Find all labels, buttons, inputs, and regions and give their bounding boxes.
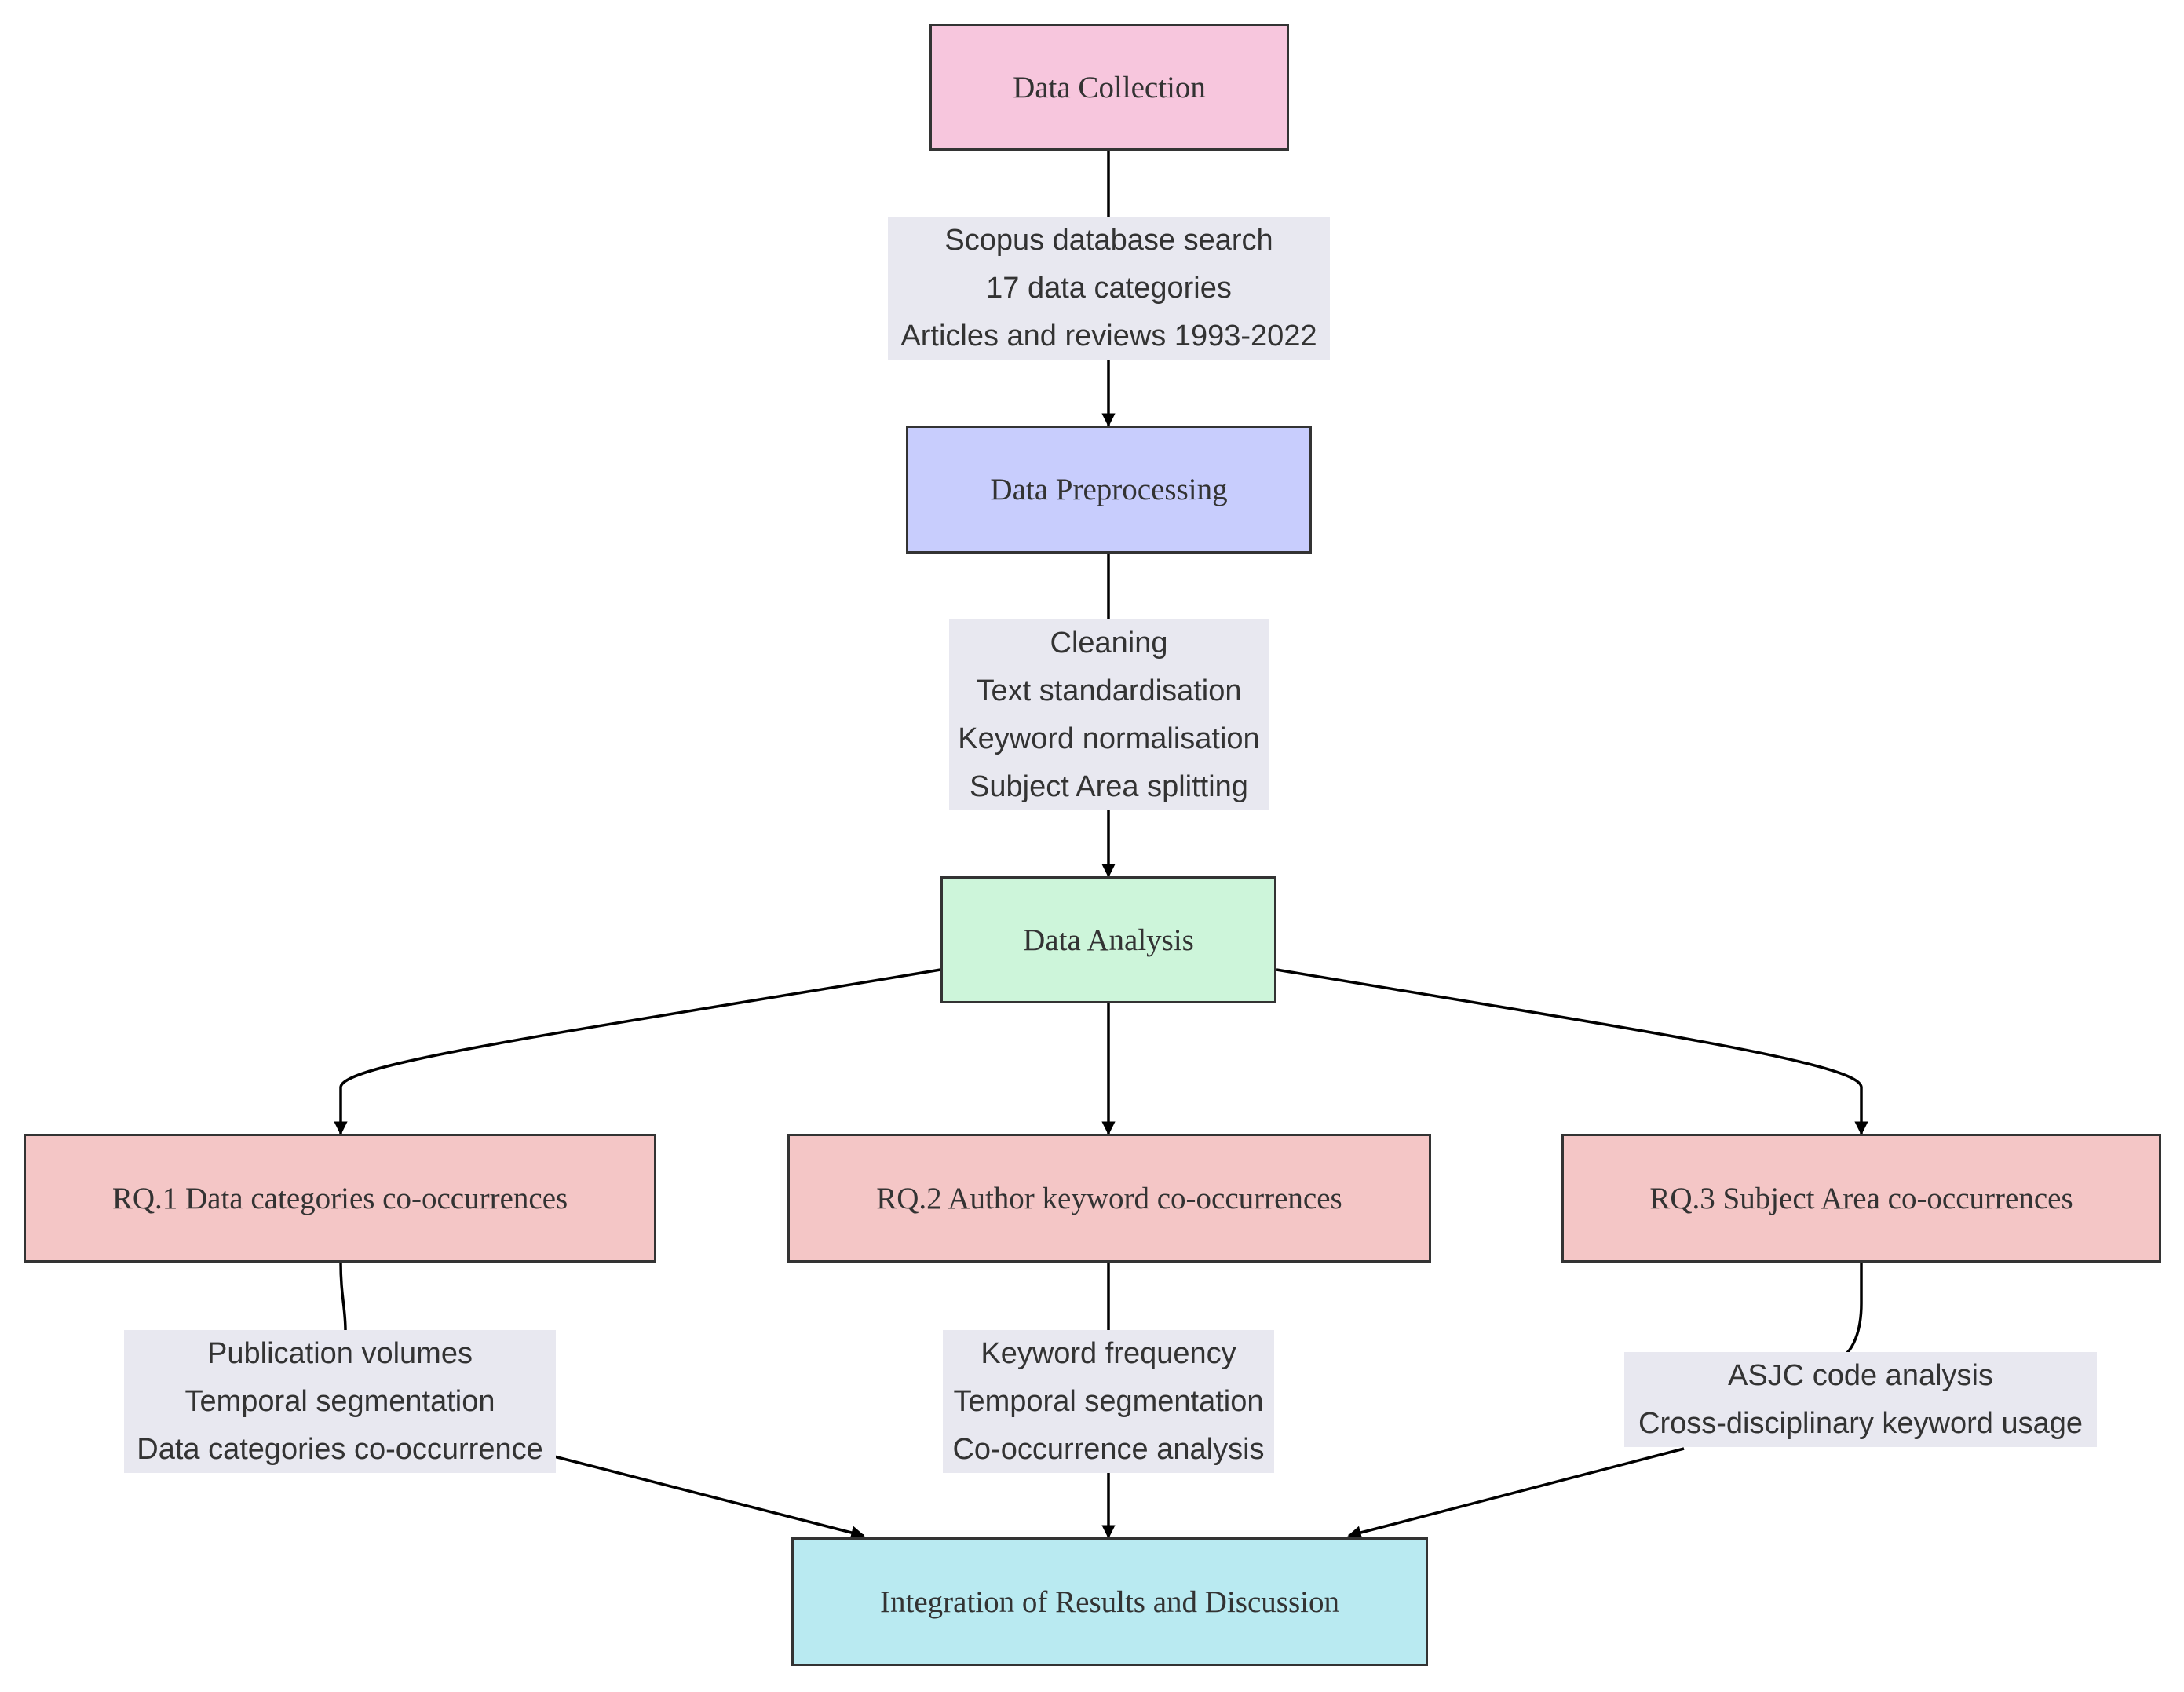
data-preprocessing-label: Data Preprocessing	[990, 473, 1228, 506]
edge-label-line: Subject Area splitting	[970, 769, 1248, 803]
edge-label-line: Co-occurrence analysis	[952, 1432, 1265, 1466]
integration-label: Integration of Results and Discussion	[880, 1584, 1339, 1619]
data-collection-label: Data Collection	[1013, 70, 1206, 104]
rq3-label: RQ.3 Subject Area co-occurrences	[1649, 1181, 2073, 1215]
edge-label-line: Scopus database search	[944, 224, 1273, 257]
edge-label-line: 17 data categories	[986, 272, 1232, 305]
data-analysis-node: Data Analysis	[940, 876, 1276, 1003]
edge-analysis-to-rq1	[334, 968, 941, 1135]
edge-label-line: Temporal segmentation	[953, 1384, 1264, 1418]
rq2-label: RQ.2 Author keyword co-occurrences	[876, 1181, 1342, 1215]
data-preprocessing-node: Data Preprocessing	[906, 426, 1312, 554]
data-analysis-label: Data Analysis	[1023, 923, 1194, 957]
rq1-node: RQ.1 Data categories co-occurrences	[24, 1134, 656, 1263]
edge-label-line: ASJC code analysis	[1728, 1358, 1993, 1392]
edge-label-rq3-to-integration: ASJC code analysis Cross-disciplinary ke…	[1624, 1352, 2097, 1447]
edge-rq3-to-integration	[1349, 1263, 1863, 1536]
rq1-label: RQ.1 Data categories co-occurrences	[111, 1181, 568, 1215]
edge-label-rq2-to-integration: Keyword frequency Temporal segmentation …	[943, 1330, 1274, 1473]
rq2-node: RQ.2 Author keyword co-occurrences	[787, 1134, 1431, 1263]
edge-label-line: Publication volumes	[207, 1336, 473, 1370]
edge-label-line: Data categories co-occurrence	[137, 1432, 543, 1466]
edge-label-line: Temporal segmentation	[184, 1384, 495, 1418]
edge-label-preprocessing-to-analysis: Cleaning Text standardisation Keyword no…	[949, 619, 1269, 810]
data-collection-node: Data Collection	[929, 24, 1289, 151]
edge-analysis-to-rq3	[1276, 968, 1868, 1135]
edge-label-line: Keyword frequency	[981, 1336, 1236, 1370]
integration-node: Integration of Results and Discussion	[791, 1537, 1428, 1666]
edge-label-line: Text standardisation	[976, 674, 1242, 707]
edge-rq1-to-integration	[339, 1262, 864, 1536]
edge-label-rq1-to-integration: Publication volumes Temporal segmentatio…	[124, 1330, 556, 1473]
rq3-node: RQ.3 Subject Area co-occurrences	[1561, 1134, 2161, 1263]
edge-label-line: Cross-disciplinary keyword usage	[1638, 1406, 2083, 1440]
edge-label-collection-to-preprocessing: Scopus database search 17 data categorie…	[888, 217, 1330, 360]
edge-label-line: Keyword normalisation	[958, 722, 1260, 755]
edge-label-line: Cleaning	[1050, 626, 1168, 660]
edge-label-line: Articles and reviews 1993-2022	[900, 320, 1317, 353]
